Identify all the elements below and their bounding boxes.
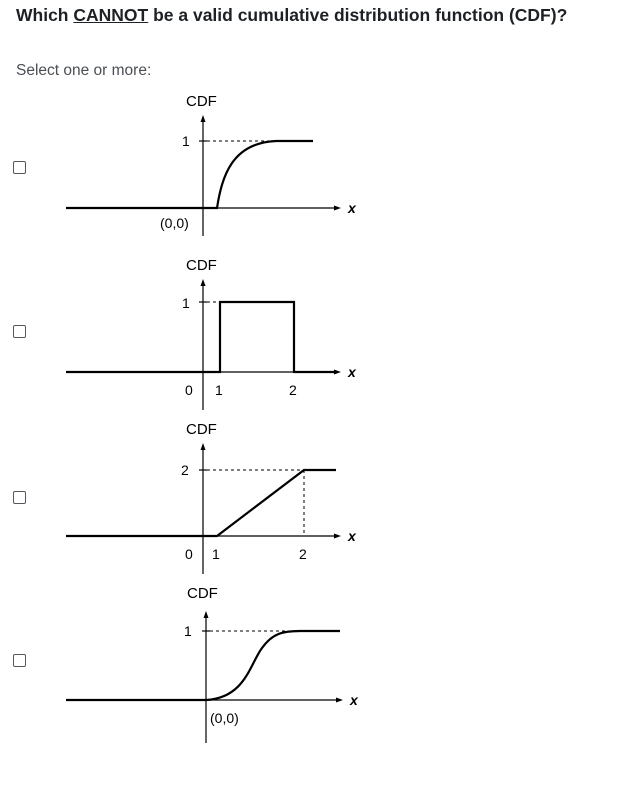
x-axis-arrow [334,533,341,539]
x-axis-label: x [349,692,359,708]
x-axis-label: x [347,364,357,380]
y-axis-arrow [200,115,206,122]
x-axis-label: x [347,528,357,544]
answer-option-3[interactable]: CDF 2 x 0 1 2 [0,414,622,579]
y-axis-label: CDF [187,585,218,602]
x-axis-arrow [336,697,343,703]
y-axis-arrow [203,611,209,618]
option-4-graph: CDF 1 x (0,0) [66,585,359,743]
question-suffix: be a valid cumulative distribution funct… [148,5,568,25]
y-axis-label: CDF [186,93,217,110]
option-4-checkbox[interactable] [13,654,26,667]
y-tick-label: 2 [181,462,189,478]
question-prefix: Which [16,5,74,25]
y-axis-arrow [200,279,206,286]
answer-option-4[interactable]: CDF 1 x (0,0) [0,578,622,748]
x-axis-arrow [334,205,341,211]
x-axis-label: x [347,200,357,216]
option-3-graph: CDF 2 x 0 1 2 [66,421,357,574]
option-2-graph: CDF 1 x 0 1 2 [66,257,357,410]
cdf-curve [66,139,313,210]
cdf-curve [66,300,336,374]
x-tick-label-2: 2 [299,546,307,562]
question-emphasis: CANNOT [73,5,149,25]
y-axis-arrow [200,443,206,450]
answer-option-2[interactable]: CDF 1 x 0 1 2 [0,250,622,415]
option-1-graph: CDF 1 x (0,0) [66,93,357,236]
y-axis-label: CDF [186,257,217,274]
x-tick-label-2: 2 [289,382,297,398]
x-axis-arrow [334,369,341,375]
x-tick-label-1: 1 [215,382,223,398]
option-2-checkbox[interactable] [13,325,26,338]
origin-label: 0 [185,546,193,562]
x-tick-label-1: 1 [212,546,220,562]
select-prompt: Select one or more: [16,62,152,79]
cdf-curve [66,468,336,538]
origin-label: 0 [185,382,193,398]
question-text: Which CANNOT be a valid cumulative distr… [16,5,567,26]
answer-option-1[interactable]: CDF 1 x (0,0) [0,86,622,251]
cdf-curve [66,629,340,702]
origin-label: (0,0) [160,215,189,231]
y-axis-label: CDF [186,421,217,438]
y-tick-label: 1 [182,133,190,149]
y-tick-label: 1 [182,295,190,311]
option-1-checkbox[interactable] [13,161,26,174]
origin-label: (0,0) [210,710,239,726]
option-3-checkbox[interactable] [13,491,26,504]
y-tick-label: 1 [184,623,192,639]
